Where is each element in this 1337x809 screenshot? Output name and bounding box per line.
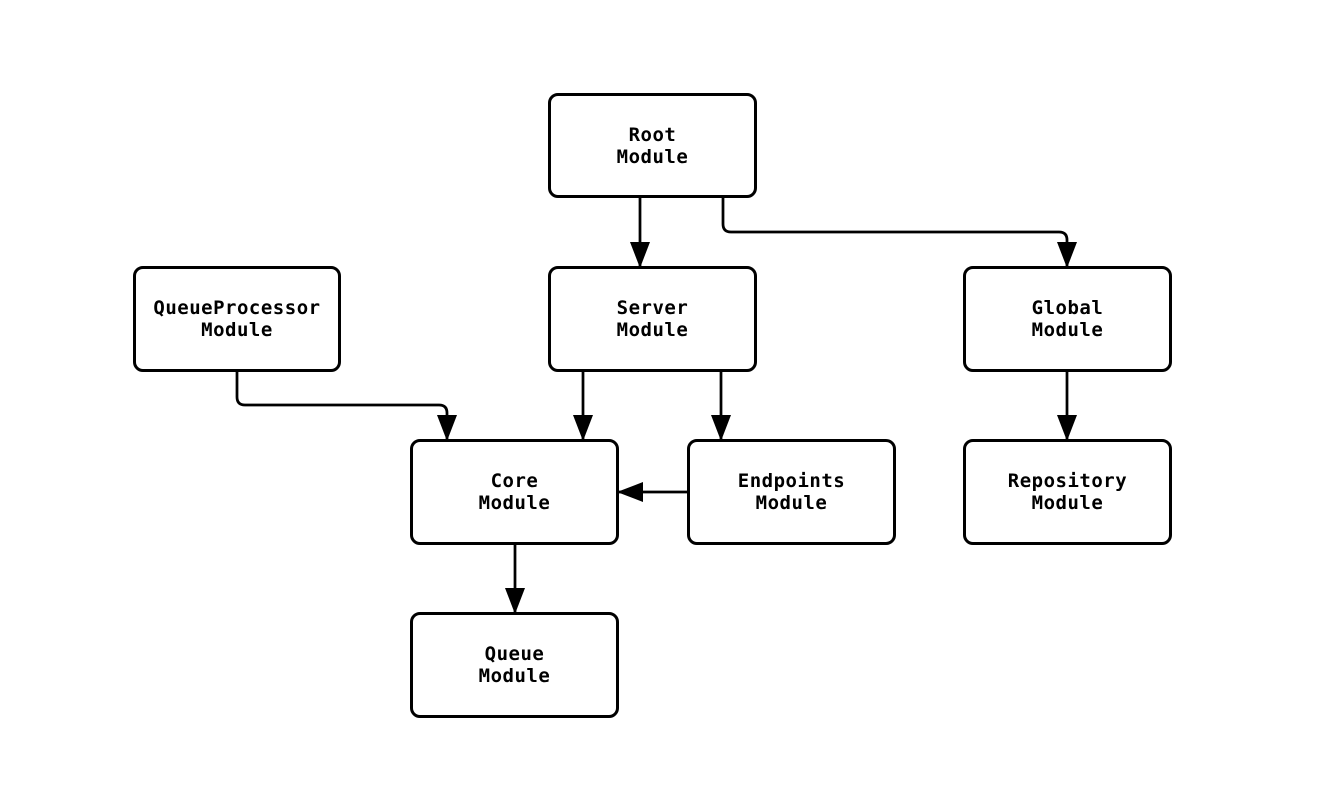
node-queue-module: Queue Module xyxy=(410,612,619,718)
node-repository-module: Repository Module xyxy=(963,439,1172,545)
node-label: Repository Module xyxy=(1007,470,1128,514)
node-label: Server Module xyxy=(616,297,689,341)
node-server-module: Server Module xyxy=(548,266,757,372)
node-label: Core Module xyxy=(478,470,551,514)
node-label: Root Module xyxy=(616,123,689,168)
edges-group xyxy=(235,198,1077,614)
node-queueprocessor-module: QueueProcessor Module xyxy=(133,266,341,372)
edge-root-to-global xyxy=(721,198,1077,268)
node-endpoints-module: Endpoints Module xyxy=(687,439,896,545)
node-root-module: Root Module xyxy=(548,93,757,198)
node-label: Queue Module xyxy=(478,643,551,687)
node-global-module: Global Module xyxy=(963,266,1172,372)
node-label: QueueProcessor Module xyxy=(153,297,321,341)
node-label: Endpoints Module xyxy=(737,470,846,514)
node-label: Global Module xyxy=(1031,297,1104,341)
edge-queueprocessor-to-core xyxy=(235,372,457,441)
node-core-module: Core Module xyxy=(410,439,619,545)
